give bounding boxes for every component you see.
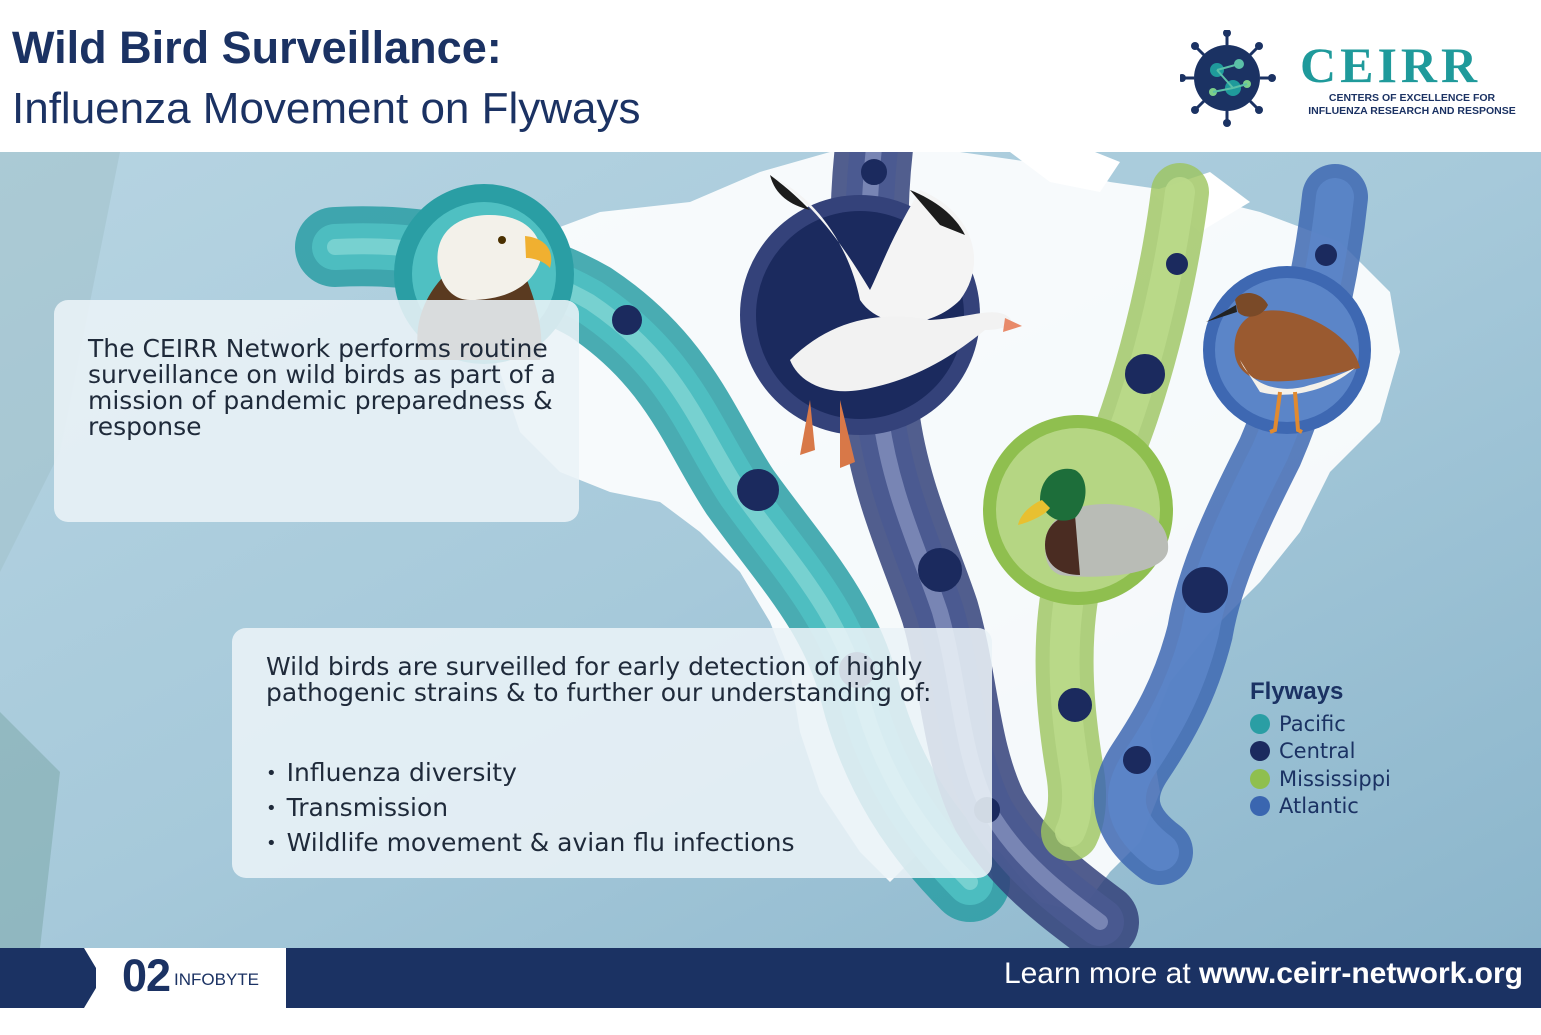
ceirr-logo-icon [1180,30,1276,127]
footer-infobyte-tab [96,948,286,1008]
learn-more-text: Learn more at www.ceirr-network.org [1004,957,1523,991]
logo-subtitle-line2: INFLUENZA RESEARCH AND RESPONSE [1308,105,1516,117]
page-subtitle: Influenza Movement on Flyways [12,84,641,133]
infobyte-number: 02 [122,950,171,1001]
legend-title: Flyways [1250,678,1344,705]
page-title: Wild Bird Surveillance: [12,22,502,73]
legend-dot-central [1250,741,1270,762]
bullet-influenza-diversity: Influenza diversity [266,760,795,795]
logo-subtitle-line1: CENTERS OF EXCELLENCE FOR [1328,92,1496,104]
network-description: The CEIRR Network performs routine surve… [88,334,557,441]
legend-item-pacific: Pacific [1250,710,1391,738]
legend-label-mississippi: Mississippi [1279,766,1391,791]
mallard-duck-icon [983,415,1173,605]
snow-goose-icon [740,175,1022,468]
flyways-legend: Flyways Pacific Central Mississippi Atla… [1250,678,1391,820]
bullet-transmission: Transmission [266,795,795,830]
legend-label-atlantic: Atlantic [1279,794,1359,819]
bullet-wildlife-movement: Wildlife movement & avian flu infections [266,830,795,865]
surveillance-intro: Wild birds are surveilled for early dete… [266,652,932,707]
infobyte-label: INFOBYTE [174,970,260,989]
learn-more-link[interactable]: www.ceirr-network.org [1199,957,1523,990]
legend-item-atlantic: Atlantic [1250,793,1391,821]
ruddy-turnstone-icon [1203,266,1371,434]
logo-wordmark: CEIRR [1300,37,1482,93]
legend-label-central: Central [1279,739,1356,764]
surveillance-bullet-list: Influenza diversity Transmission Wildlif… [266,760,795,865]
logo-subtitle: CENTERS OF EXCELLENCE FOR INFLUENZA RESE… [1298,92,1526,118]
legend-dot-pacific [1250,713,1270,734]
legend-item-central: Central [1250,738,1391,766]
learn-more-prefix: Learn more at [1003,957,1200,990]
legend-label-pacific: Pacific [1279,711,1346,736]
legend-dot-mississippi [1250,768,1270,789]
legend-dot-atlantic [1250,796,1270,817]
info-card-network [54,300,579,522]
legend-item-mississippi: Mississippi [1250,765,1391,793]
